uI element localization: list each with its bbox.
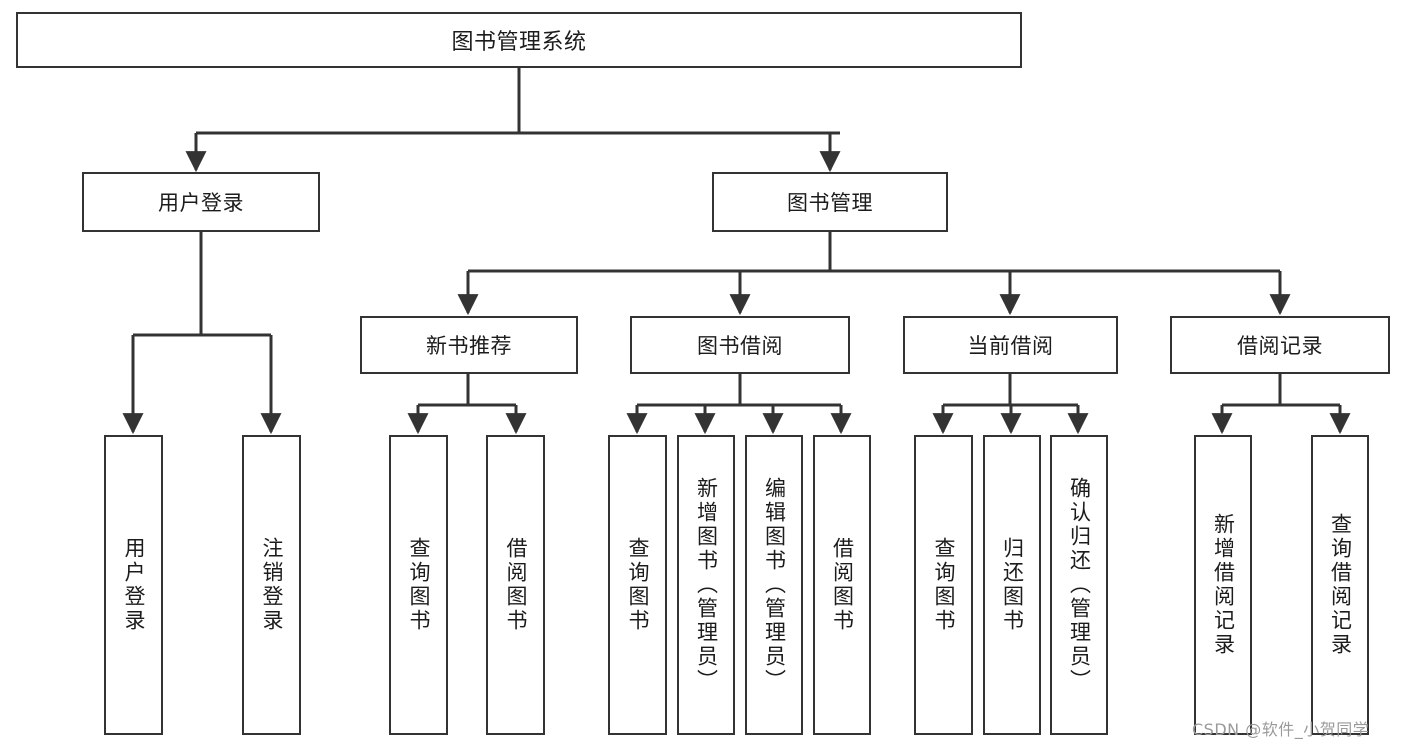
node-leaf-add-record[interactable]: 新增借阅记录 [1194, 435, 1252, 735]
node-root[interactable]: 图书管理系统 [16, 12, 1022, 68]
node-borrow-record[interactable]: 借阅记录 [1170, 316, 1390, 374]
node-leaf-borrow-book-2-label: 借阅图书 [830, 537, 855, 633]
node-leaf-user-login-label: 用户登录 [122, 537, 146, 633]
node-leaf-query-book-2[interactable]: 查询图书 [608, 435, 667, 735]
node-leaf-borrow-book-1[interactable]: 借阅图书 [486, 435, 545, 735]
node-new-book-rec[interactable]: 新书推荐 [360, 316, 578, 374]
node-book-borrow-label: 图书借阅 [697, 334, 783, 358]
node-user-login-label: 用户登录 [158, 191, 244, 215]
node-leaf-return-book-label: 归还图书 [1000, 537, 1025, 633]
node-current-borrow[interactable]: 当前借阅 [903, 316, 1118, 374]
node-leaf-return-book[interactable]: 归还图书 [983, 435, 1041, 735]
node-leaf-query-book-3[interactable]: 查询图书 [914, 435, 973, 735]
node-current-borrow-label: 当前借阅 [967, 334, 1054, 358]
csdn-watermark: CSDN @软件_小贺同学 [1192, 720, 1370, 739]
node-leaf-query-book-2-label: 查询图书 [626, 537, 650, 633]
node-book-borrow[interactable]: 图书借阅 [630, 316, 850, 374]
node-book-manage-label: 图书管理 [787, 191, 873, 215]
node-leaf-user-login[interactable]: 用户登录 [104, 435, 163, 735]
node-leaf-logout-label: 注销登录 [260, 537, 284, 633]
node-user-login[interactable]: 用户登录 [82, 172, 320, 232]
node-new-book-rec-label: 新书推荐 [426, 334, 512, 358]
node-leaf-logout[interactable]: 注销登录 [242, 435, 301, 735]
node-leaf-confirm-return[interactable]: 确认归还（管理员） [1050, 435, 1108, 735]
node-leaf-edit-book-label: 编辑图书（管理员） [762, 477, 787, 693]
node-leaf-confirm-return-label: 确认归还（管理员） [1067, 477, 1092, 693]
node-leaf-query-book-1[interactable]: 查询图书 [389, 435, 448, 735]
node-leaf-edit-book[interactable]: 编辑图书（管理员） [745, 435, 803, 735]
node-root-label: 图书管理系统 [451, 30, 587, 55]
node-leaf-borrow-book-2[interactable]: 借阅图书 [813, 435, 871, 735]
node-leaf-query-record[interactable]: 查询借阅记录 [1311, 435, 1369, 735]
node-leaf-query-book-3-label: 查询图书 [932, 537, 956, 633]
node-leaf-add-record-label: 新增借阅记录 [1211, 513, 1236, 657]
node-borrow-record-label: 借阅记录 [1237, 334, 1323, 358]
node-leaf-add-book-label: 新增图书（管理员） [694, 477, 719, 693]
node-leaf-add-book[interactable]: 新增图书（管理员） [677, 435, 735, 735]
node-leaf-query-record-label: 查询借阅记录 [1328, 513, 1353, 657]
node-book-manage[interactable]: 图书管理 [712, 172, 948, 232]
node-leaf-query-book-1-label: 查询图书 [407, 537, 431, 633]
node-leaf-borrow-book-1-label: 借阅图书 [504, 537, 528, 633]
